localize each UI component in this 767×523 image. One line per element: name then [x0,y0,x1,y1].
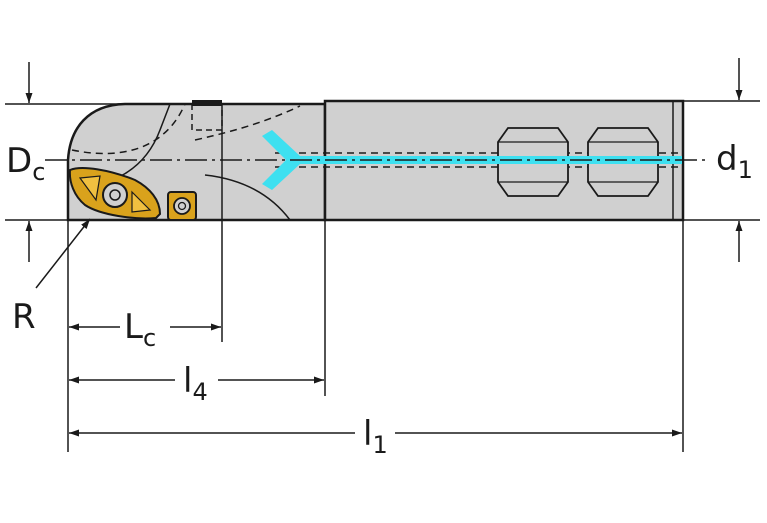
coolant-branch-lower [262,156,300,190]
round-insert-facet [78,175,101,202]
label-r: R [12,297,36,337]
round-insert-screw-center [109,189,121,201]
label-l4: l4 [183,361,208,406]
label-lc: Lc [124,307,156,352]
flute-outline-2 [204,174,291,221]
r-leader [35,218,91,289]
round-insert-facet-2 [131,190,152,213]
square-insert-screw [173,197,191,215]
label-dc: Dc [6,141,45,186]
label-l1: l1 [363,414,388,459]
square-insert-screw-center [177,201,187,211]
hidden-line-pocket [191,104,223,131]
hidden-line-flute [71,103,186,155]
round-insert-screw [102,182,128,208]
coolant-branch-upper [262,130,300,164]
hidden-line-arc [194,105,301,141]
label-d1: d1 [716,139,753,184]
head-top-notch [192,100,222,106]
